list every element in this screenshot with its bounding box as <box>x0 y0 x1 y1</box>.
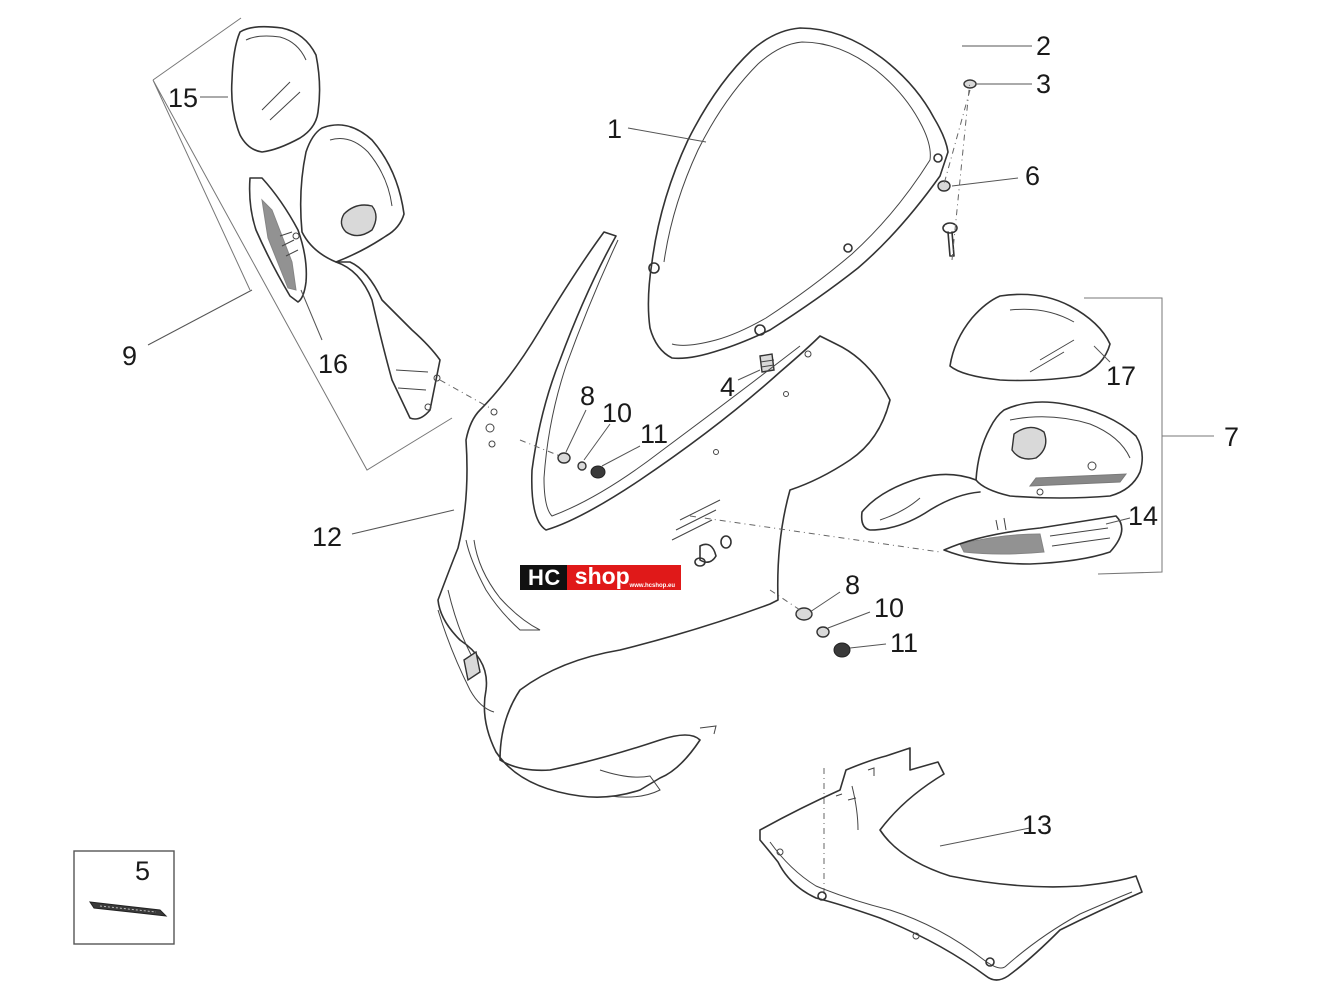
hcshop-watermark-logo: HC shop www.hcshop.eu <box>520 565 681 590</box>
callout-5: 5 <box>135 856 150 886</box>
callout-15: 15 <box>168 83 198 113</box>
callout-10-upper: 10 <box>602 398 632 428</box>
callout-4: 4 <box>720 372 735 402</box>
callout-11-upper: 11 <box>640 419 668 449</box>
callout-labels: 1 2 3 6 15 9 16 4 17 7 8 10 11 12 14 8 1… <box>122 31 1239 886</box>
callout-17: 17 <box>1106 361 1136 391</box>
callout-6: 6 <box>1025 161 1040 191</box>
callout-8-lower: 8 <box>845 570 860 600</box>
front-fairing <box>351 231 941 798</box>
mirror-housing-left <box>299 124 405 263</box>
callout-9: 9 <box>122 341 137 371</box>
decal-kit <box>73 850 175 945</box>
mirror-glass-left <box>230 25 321 153</box>
right-mirror-group <box>860 293 1214 575</box>
callout-13: 13 <box>1022 810 1052 840</box>
logo-url-text: www.hcshop.eu <box>629 583 675 589</box>
logo-shop-text: shop www.hcshop.eu <box>566 563 681 590</box>
callout-7: 7 <box>1224 422 1239 452</box>
callout-8-upper: 8 <box>580 381 595 411</box>
indicator-left <box>248 177 308 303</box>
callout-12: 12 <box>312 522 342 552</box>
callout-11-lower: 11 <box>890 628 918 658</box>
callout-16: 16 <box>318 349 348 379</box>
logo-hc-text: HC <box>520 565 567 590</box>
callout-14: 14 <box>1128 501 1158 531</box>
callout-3: 3 <box>1036 69 1051 99</box>
logo-shop-word: shop <box>574 563 630 589</box>
callout-2: 2 <box>1036 31 1051 61</box>
windscreen <box>627 27 949 360</box>
callout-1: 1 <box>607 114 622 144</box>
lower-fairing <box>759 747 1143 981</box>
left-mirror-group <box>147 17 491 471</box>
windscreen-fasteners <box>737 45 1032 381</box>
callout-10-lower: 10 <box>874 593 904 623</box>
